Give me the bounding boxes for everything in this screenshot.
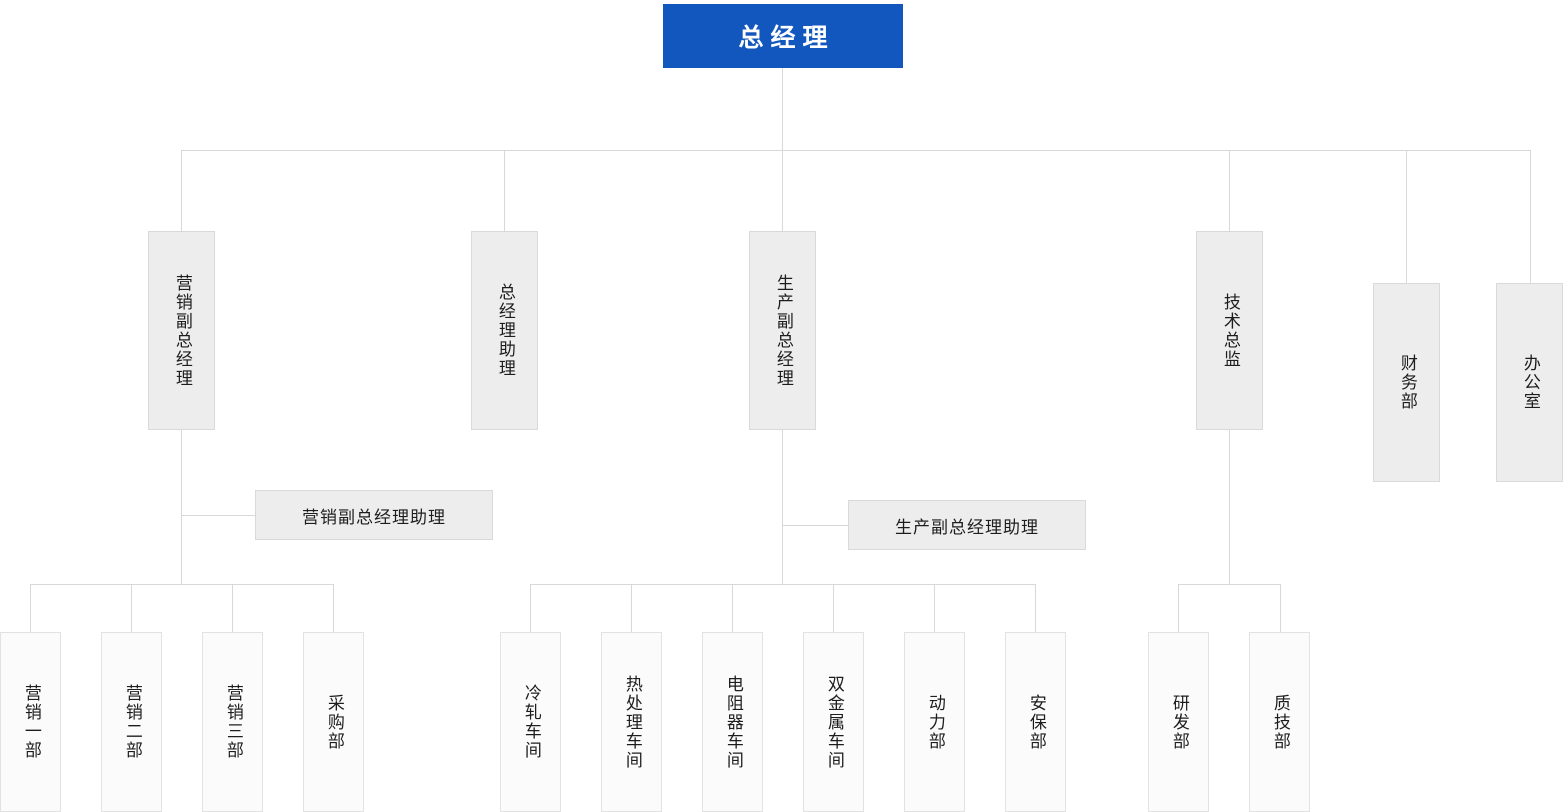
node-label: 热处理车间 (622, 674, 642, 770)
node-label: 生产副总经理 (773, 273, 793, 388)
node-power-department[interactable]: 动力部 (904, 632, 965, 812)
node-cold-rolling-workshop[interactable]: 冷轧车间 (500, 632, 561, 812)
node-label: 财务部 (1397, 354, 1417, 411)
connector-marketing-bus (30, 584, 333, 585)
connector-production-stem (782, 430, 783, 585)
node-finance-department[interactable]: 财务部 (1373, 283, 1440, 482)
connector-production-unit-2 (631, 584, 632, 632)
connector-marketing-unit-4 (333, 584, 334, 632)
node-label: 技术总监 (1220, 292, 1240, 369)
node-label: 质技部 (1270, 693, 1290, 751)
node-label: 总经理 (738, 24, 835, 52)
node-office[interactable]: 办公室 (1496, 283, 1563, 482)
connector-drop-tech-director (1229, 150, 1230, 231)
connector-technical-bus (1178, 584, 1281, 585)
node-label: 营销三部 (223, 684, 243, 760)
connector-production-unit-4 (833, 584, 834, 632)
node-label: 安保部 (1026, 693, 1046, 751)
connector-drop-marketing-vp (181, 150, 182, 231)
node-marketing-unit-3[interactable]: 营销三部 (202, 632, 263, 812)
node-label: 生产副总经理助理 (895, 517, 1039, 537)
connector-root-stem (782, 68, 783, 151)
node-label: 动力部 (925, 693, 945, 751)
node-heat-treatment-workshop[interactable]: 热处理车间 (601, 632, 662, 812)
connector-marketing-unit-2 (131, 584, 132, 632)
connector-main-bus (181, 150, 1531, 151)
connector-marketing-stem (181, 430, 182, 585)
node-marketing-vp-assistant[interactable]: 营销副总经理助理 (255, 490, 493, 540)
node-marketing-unit-2[interactable]: 营销二部 (101, 632, 162, 812)
connector-production-unit-5 (934, 584, 935, 632)
connector-production-unit-1 (530, 584, 531, 632)
node-label: 营销副总经理 (172, 273, 192, 388)
connector-technical-stem (1229, 430, 1230, 585)
node-label: 营销副总经理助理 (302, 507, 446, 527)
node-security-department[interactable]: 安保部 (1005, 632, 1066, 812)
connector-marketing-assistant (181, 515, 255, 516)
connector-production-assistant (782, 525, 848, 526)
node-technical-director[interactable]: 技术总监 (1196, 231, 1263, 430)
node-marketing-vp[interactable]: 营销副总经理 (148, 231, 215, 430)
connector-marketing-unit-3 (232, 584, 233, 632)
node-quality-technology-department[interactable]: 质技部 (1249, 632, 1310, 812)
connector-production-bus (530, 584, 1036, 585)
connector-technical-unit-1 (1178, 584, 1179, 632)
node-label: 采购部 (324, 693, 344, 751)
node-label: 研发部 (1169, 693, 1189, 751)
node-purchasing-department[interactable]: 采购部 (303, 632, 364, 812)
connector-drop-production-vp (782, 150, 783, 231)
node-bimetal-workshop[interactable]: 双金属车间 (803, 632, 864, 812)
node-production-vp[interactable]: 生产副总经理 (749, 231, 816, 430)
connector-marketing-unit-1 (30, 584, 31, 632)
node-label: 营销一部 (21, 684, 41, 760)
connector-technical-unit-2 (1280, 584, 1281, 632)
connector-drop-office (1530, 150, 1531, 283)
node-general-manager[interactable]: 总经理 (663, 4, 903, 68)
node-label: 双金属车间 (824, 674, 844, 770)
node-resistor-workshop[interactable]: 电阻器车间 (702, 632, 763, 812)
node-label: 冷轧车间 (521, 684, 541, 760)
connector-production-unit-3 (732, 584, 733, 632)
node-label: 电阻器车间 (723, 674, 743, 770)
node-label: 营销二部 (122, 684, 142, 760)
connector-drop-gm-assistant (504, 150, 505, 231)
node-rd-department[interactable]: 研发部 (1148, 632, 1209, 812)
node-marketing-unit-1[interactable]: 营销一部 (0, 632, 61, 812)
node-label: 办公室 (1520, 354, 1540, 411)
node-production-vp-assistant[interactable]: 生产副总经理助理 (848, 500, 1086, 550)
connector-production-unit-6 (1035, 584, 1036, 632)
connector-drop-finance (1406, 150, 1407, 283)
node-gm-assistant[interactable]: 总经理助理 (471, 231, 538, 430)
node-label: 总经理助理 (495, 283, 515, 378)
